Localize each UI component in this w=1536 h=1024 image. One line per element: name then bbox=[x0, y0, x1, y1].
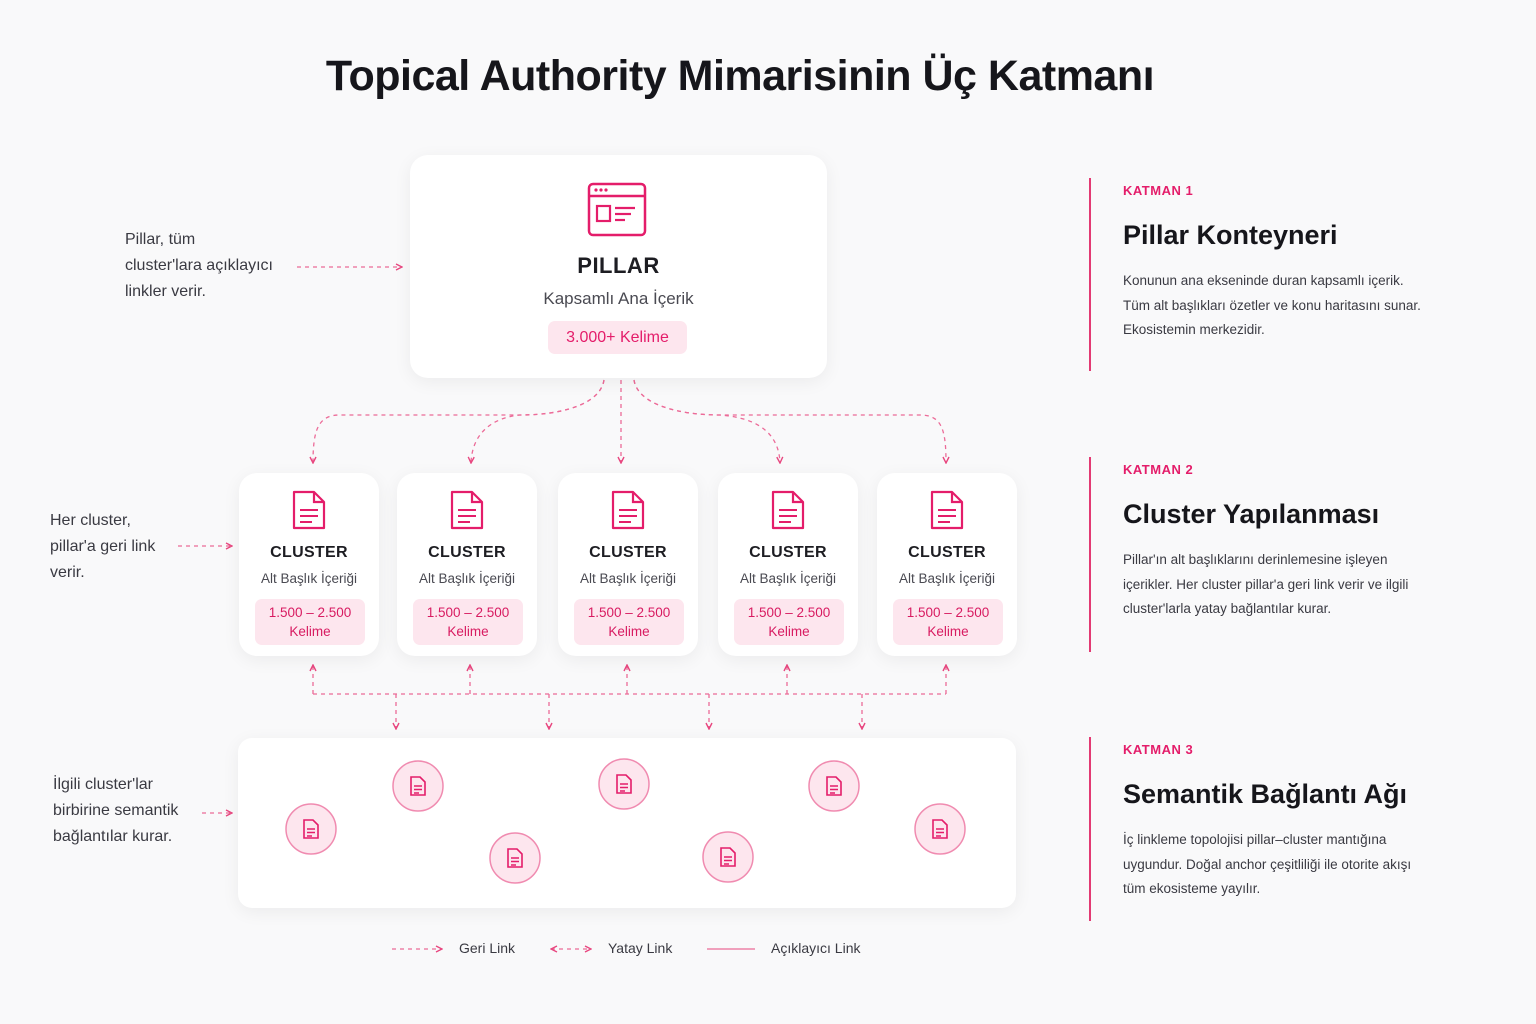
cluster-name: CLUSTER bbox=[428, 544, 506, 561]
document-icon bbox=[930, 490, 964, 530]
cluster-subtitle: Alt Başlık İçeriği bbox=[260, 571, 358, 586]
pillar-subtitle: Kapsamlı Ana İçerik bbox=[543, 289, 694, 308]
legend-horizontal-link: Yatay Link bbox=[608, 940, 673, 956]
legend-descriptive-link: Açıklayıcı Link bbox=[771, 940, 861, 956]
layer-tag: KATMAN 3 bbox=[1123, 742, 1194, 757]
pillar-to-cluster-2 bbox=[471, 379, 605, 463]
pillar-to-cluster-5 bbox=[633, 379, 946, 463]
legend-back-link: Geri Link bbox=[459, 940, 516, 956]
cluster-card-4[interactable]: CLUSTER Alt Başlık İçeriği 1.500 – 2.500… bbox=[718, 473, 858, 656]
cluster-name: CLUSTER bbox=[270, 544, 348, 561]
layer-2-description: KATMAN 2 Cluster Yapılanması Pillar'ın a… bbox=[1089, 457, 1469, 652]
cluster-card-2[interactable]: CLUSTER Alt Başlık İçeriği 1.500 – 2.500… bbox=[397, 473, 537, 656]
document-icon bbox=[771, 490, 805, 530]
pillar-word-count-badge: 3.000+ Kelime bbox=[548, 321, 687, 354]
cluster-card-1[interactable]: CLUSTER Alt Başlık İçeriği 1.500 – 2.500… bbox=[239, 473, 379, 656]
layer-3-description: KATMAN 3 Semantik Bağlantı Ağı İç linkle… bbox=[1089, 737, 1469, 921]
cluster-name: CLUSTER bbox=[749, 544, 827, 561]
document-icon bbox=[611, 490, 645, 530]
cluster-subtitle: Alt Başlık İçeriği bbox=[418, 571, 516, 586]
layer-tag: KATMAN 1 bbox=[1123, 183, 1194, 198]
layer-title: Cluster Yapılanması bbox=[1123, 499, 1380, 529]
cluster-subtitle: Alt Başlık İçeriği bbox=[898, 571, 996, 586]
cluster-subtitle: Alt Başlık İçeriği bbox=[739, 571, 837, 586]
cluster-card-5[interactable]: CLUSTER Alt Başlık İçeriği 1.500 – 2.500… bbox=[877, 473, 1017, 656]
cluster-name: CLUSTER bbox=[908, 544, 986, 561]
cluster-subtitle: Alt Başlık İçeriği bbox=[579, 571, 677, 586]
semantic-network-panel bbox=[238, 738, 1016, 908]
document-icon bbox=[292, 490, 326, 530]
layer-text: İç linkleme topolojisi pillar–cluster ma… bbox=[1123, 832, 1412, 896]
document-icon bbox=[450, 490, 484, 530]
layer-tag: KATMAN 2 bbox=[1123, 462, 1194, 477]
pillar-to-cluster-4 bbox=[633, 379, 780, 463]
cluster-name: CLUSTER bbox=[589, 544, 667, 561]
layer-1-description: KATMAN 1 Pillar Konteyneri Konunun ana e… bbox=[1089, 178, 1469, 371]
layer-text: Pillar'ın alt başlıklarını derinlemesine… bbox=[1123, 552, 1409, 616]
layer-text: Konunun ana ekseninde duran kapsamlı içe… bbox=[1123, 273, 1421, 337]
pillar-name: PILLAR bbox=[577, 253, 660, 278]
page-title: Topical Authority Mimarisinin Üç Katmanı bbox=[325, 52, 1155, 100]
cluster-card-3[interactable]: CLUSTER Alt Başlık İçeriği 1.500 – 2.500… bbox=[558, 473, 698, 656]
pillar-to-cluster-1 bbox=[313, 379, 605, 463]
browser-window-icon bbox=[587, 182, 647, 237]
layer-title: Pillar Konteyneri bbox=[1123, 220, 1338, 250]
layer-title: Semantik Bağlantı Ağı bbox=[1123, 779, 1408, 809]
